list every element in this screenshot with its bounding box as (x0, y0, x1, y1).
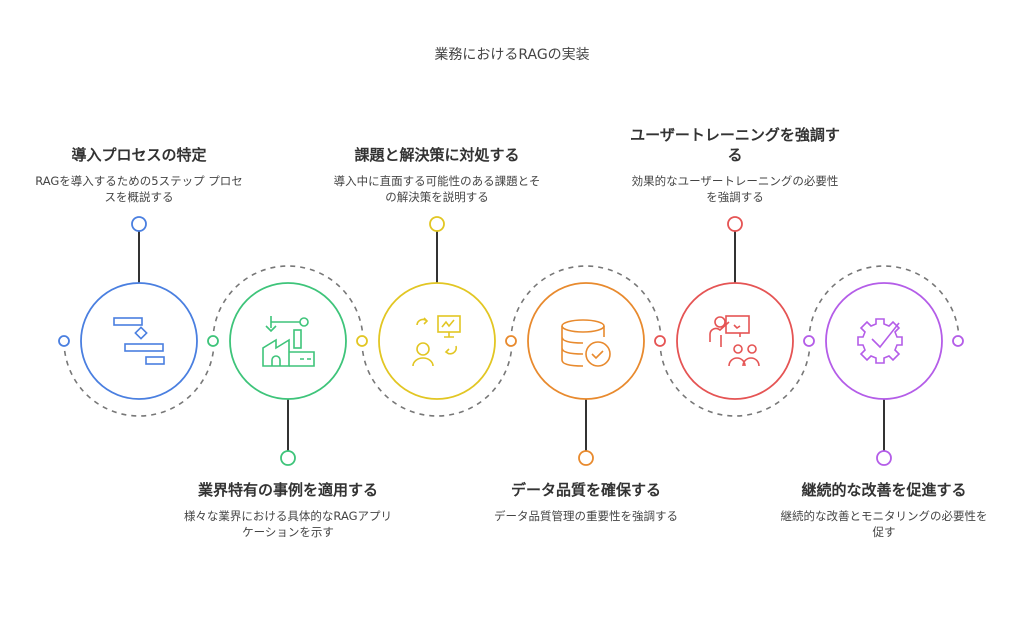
gantt-chart-icon (113, 317, 165, 365)
step-description: 効果的なユーザートレーニングの必要性を強調する (631, 174, 839, 204)
dashed-arc (659, 340, 811, 417)
pin-dot (727, 216, 743, 232)
dashed-arc (212, 265, 364, 342)
dashed-arcs (63, 265, 960, 417)
person-presentation-exchange-icon (412, 315, 461, 367)
step-description: データ品質管理の重要性を強調する (494, 509, 678, 523)
step-title: 業界特有の事例を適用する (197, 481, 378, 499)
connector-lines (138, 231, 885, 451)
node-dot (207, 335, 219, 347)
step-description: 継続的な改善とモニタリングの必要性を促す (780, 509, 988, 539)
pin-dot (876, 450, 892, 466)
dashed-arc (510, 265, 662, 342)
step-2-text: 業界特有の事例を適用する 様々な業界における具体的なRAGアプリケーションを示す (183, 480, 393, 540)
step-title: 課題と解決策に対処する (354, 146, 520, 164)
node-dot (952, 335, 964, 347)
step-circle-1 (80, 282, 198, 400)
step-4-text: データ品質を確保する データ品質管理の重要性を強調する (481, 480, 691, 524)
step-description: 導入中に直面する可能性のある課題とその解決策を説明する (333, 174, 541, 204)
step-6-text: 継続的な改善を促進する 継続的な改善とモニタリングの必要性を促す (779, 480, 989, 540)
node-dot (356, 335, 368, 347)
node-dot (803, 335, 815, 347)
dashed-arc (361, 340, 513, 417)
pin-dot (429, 216, 445, 232)
step-title: ユーザートレーニングを強調する (630, 126, 840, 164)
step-circle-5 (676, 282, 794, 400)
database-check-icon (561, 319, 611, 367)
node-dot (505, 335, 517, 347)
pin-dot (280, 450, 296, 466)
step-description: 様々な業界における具体的なRAGアプリケーションを示す (183, 509, 393, 539)
factory-robot-arm-icon (262, 316, 315, 367)
step-circle-4 (527, 282, 645, 400)
gear-check-icon (857, 318, 903, 364)
dashed-arc (808, 265, 960, 342)
pin-dot (131, 216, 147, 232)
step-3-text: 課題と解決策に対処する 導入中に直面する可能性のある課題とその解決策を説明する (332, 145, 542, 205)
step-5-text: ユーザートレーニングを強調する 効果的なユーザートレーニングの必要性を強調する (630, 125, 840, 205)
diagram-title: 業務におけるRAGの実装 (434, 47, 590, 63)
node-dot (654, 335, 666, 347)
dashed-arc (63, 340, 215, 417)
step-title: データ品質を確保する (510, 481, 661, 499)
step-circle-3 (378, 282, 496, 400)
node-dot (58, 335, 70, 347)
training-presenter-icon (709, 315, 760, 367)
step-1-text: 導入プロセスの特定 RAGを導入するための5ステップ プロセスを概説する (34, 145, 244, 205)
step-title: 継続的な改善を促進する (801, 481, 967, 499)
step-title: 導入プロセスの特定 (71, 146, 207, 164)
pin-dot (578, 450, 594, 466)
step-description: RAGを導入するための5ステップ プロセスを概説する (35, 174, 243, 204)
